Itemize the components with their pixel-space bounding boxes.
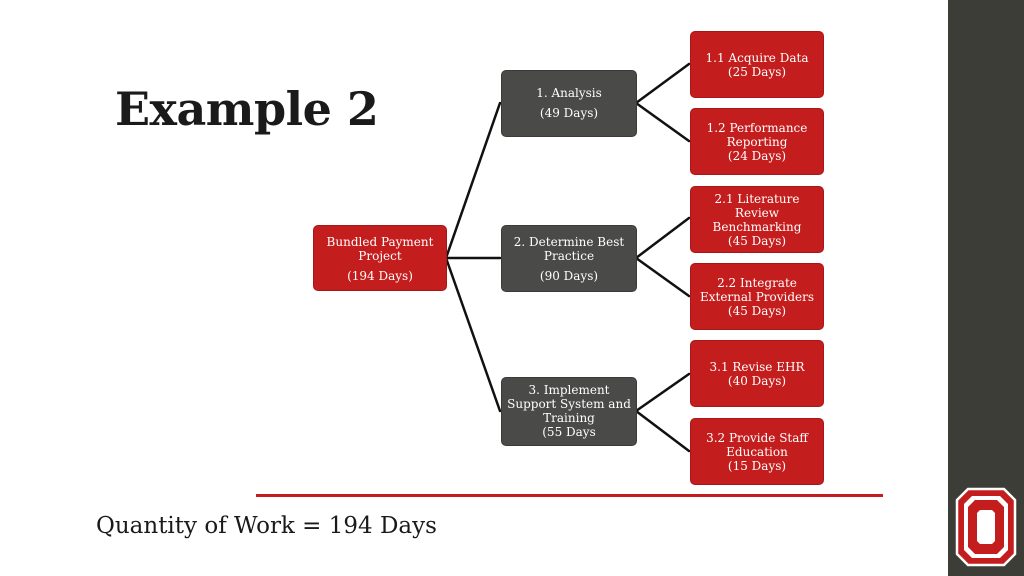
- connector-phase1-task11: [634, 62, 691, 105]
- phase-duration: (90 Days): [539, 269, 599, 283]
- task-line: Education: [726, 445, 788, 459]
- task-line: (40 Days): [727, 374, 787, 388]
- task-node-1-1: 1.1 Acquire Data (25 Days): [691, 32, 823, 97]
- root-duration: (194 Days): [347, 269, 413, 283]
- connector-phase3-task32: [634, 409, 691, 453]
- phase-label-line: Support System and: [507, 397, 631, 411]
- task-line: (45 Days): [727, 304, 787, 318]
- phase-label-line: Practice: [543, 249, 595, 263]
- task-line: Review: [734, 206, 780, 220]
- phase-label-line: 2. Determine Best: [513, 235, 625, 249]
- task-line: Benchmarking: [712, 220, 802, 234]
- slide-title: Example 2: [115, 82, 379, 136]
- task-line: 3.1 Revise EHR: [709, 360, 805, 374]
- task-line: (45 Days): [727, 234, 787, 248]
- task-node-3-2: 3.2 Provide Staff Education (15 Days): [691, 419, 823, 484]
- task-line: 1.1 Acquire Data: [705, 51, 809, 65]
- task-line: (15 Days): [727, 459, 787, 473]
- root-label-line: Project: [358, 249, 402, 263]
- task-node-2-2: 2.2 Integrate External Providers (45 Day…: [691, 264, 823, 329]
- task-node-1-2: 1.2 Performance Reporting (24 Days): [691, 109, 823, 174]
- phase-label-line: Training: [543, 411, 595, 425]
- task-line: 2.1 Literature: [714, 192, 800, 206]
- phase-node-best-practice: 2. Determine Best Practice (90 Days): [502, 226, 636, 291]
- block-o-logo-icon: [955, 487, 1017, 567]
- task-line: (24 Days): [727, 149, 787, 163]
- connector-phase2-task22: [634, 256, 691, 298]
- root-node: Bundled Payment Project (194 Days): [314, 226, 446, 290]
- sidebar-band: [948, 0, 1024, 576]
- phase-node-analysis: 1. Analysis (49 Days): [502, 71, 636, 136]
- phase-duration: (55 Days: [542, 425, 596, 439]
- connector-phase3-task31: [634, 372, 691, 413]
- task-line: External Providers: [699, 290, 815, 304]
- task-node-3-1: 3.1 Revise EHR (40 Days): [691, 341, 823, 406]
- task-node-2-1: 2.1 Literature Review Benchmarking (45 D…: [691, 187, 823, 252]
- phase-duration: (49 Days): [539, 106, 599, 120]
- connector-phase2-task21: [634, 216, 691, 260]
- task-line: 1.2 Performance: [706, 121, 808, 135]
- footer-divider: [256, 494, 883, 497]
- phase-node-implement: 3. Implement Support System and Training…: [502, 378, 636, 445]
- task-line: (25 Days): [727, 65, 787, 79]
- connector-root-phase3: [444, 256, 502, 413]
- phase-label-line: 1. Analysis: [536, 86, 602, 100]
- task-line: 2.2 Integrate: [717, 276, 797, 290]
- phase-label-line: 3. Implement: [528, 383, 610, 397]
- task-line: Reporting: [726, 135, 788, 149]
- connector-phase1-task12: [634, 101, 691, 143]
- task-line: 3.2 Provide Staff: [706, 431, 808, 445]
- footer-text: Quantity of Work = 194 Days: [96, 513, 437, 539]
- root-label-line: Bundled Payment: [326, 235, 434, 249]
- tree-connectors: [444, 62, 691, 453]
- connector-root-phase1: [444, 101, 502, 260]
